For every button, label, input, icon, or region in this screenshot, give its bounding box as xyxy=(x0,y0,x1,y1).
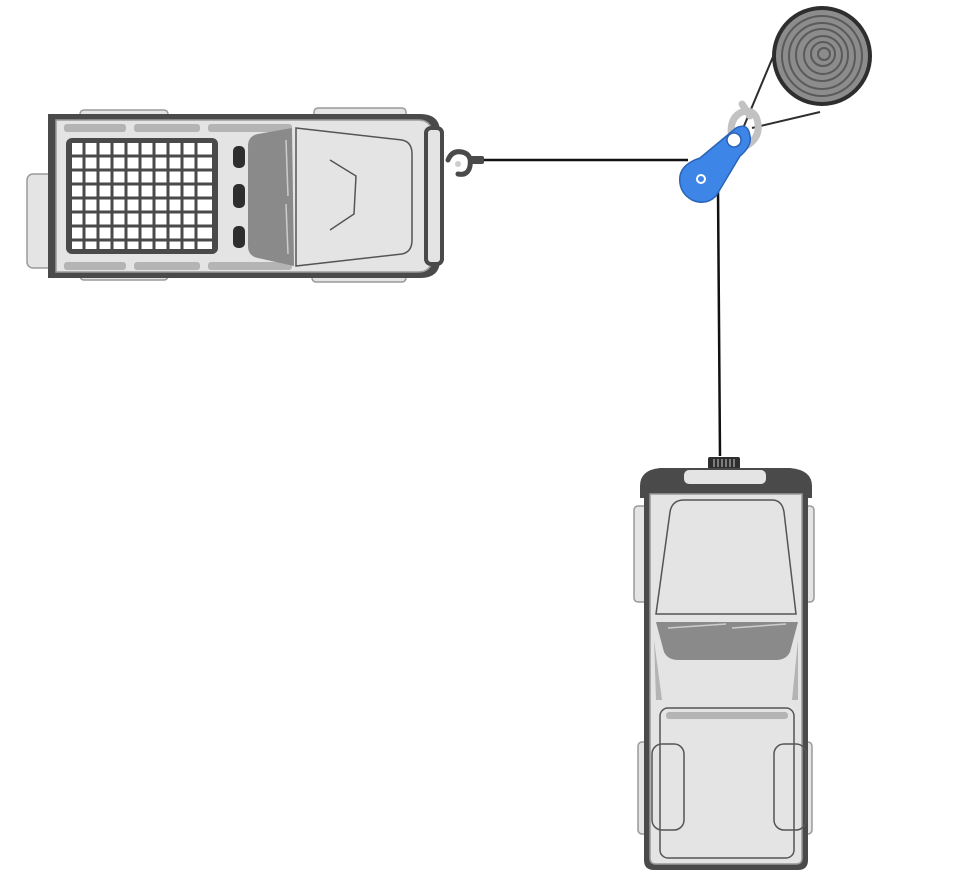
tree-strap-roll-icon xyxy=(743,6,872,129)
roof-rack xyxy=(66,138,218,254)
winch-hook-icon xyxy=(445,149,484,177)
snatch-block-icon xyxy=(679,125,752,203)
winch-drum xyxy=(708,457,740,469)
soft-shackle-icon xyxy=(727,100,762,150)
winch-rope xyxy=(484,158,722,457)
winch-vehicle-icon xyxy=(633,457,815,870)
anchor-vehicle-icon xyxy=(26,107,484,283)
